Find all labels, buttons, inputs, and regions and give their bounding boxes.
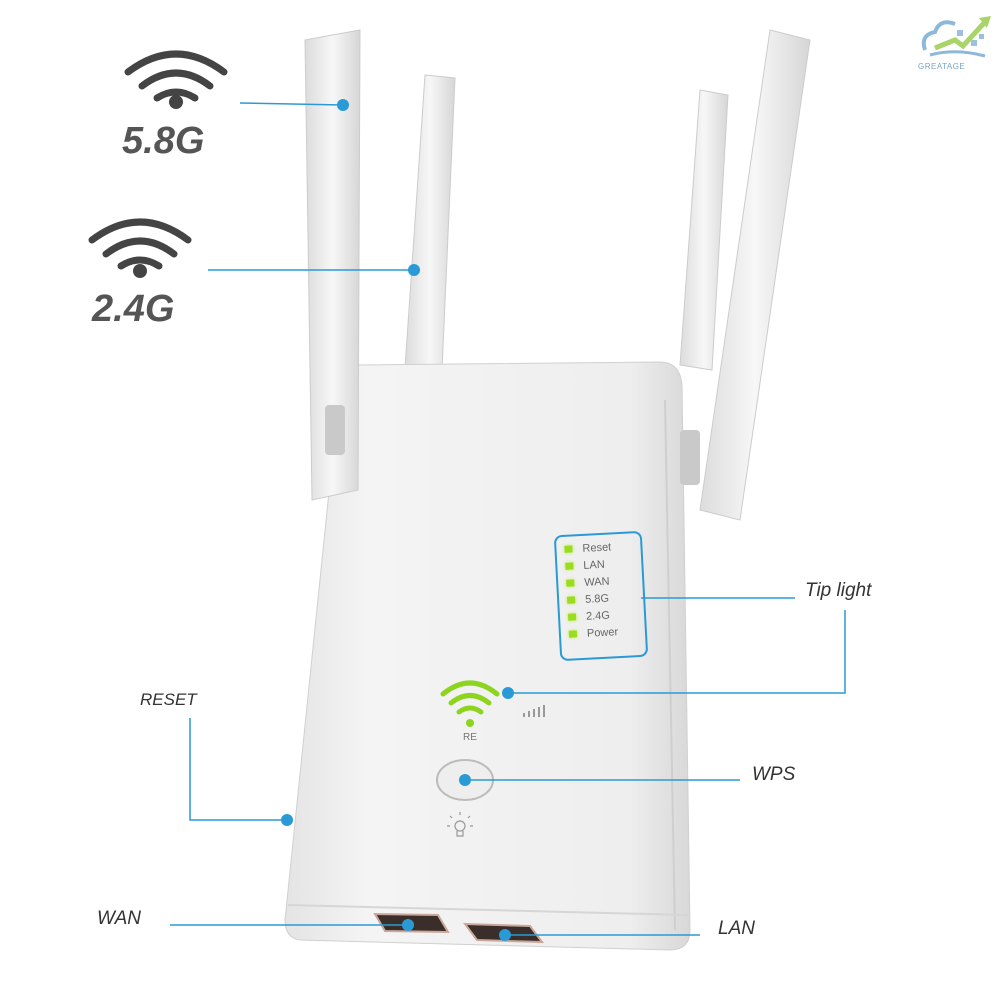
led-light [567, 613, 577, 621]
led-light [565, 562, 574, 570]
led-power: Power [561, 622, 646, 643]
callout-dots [281, 99, 514, 941]
lan-label: LAN [718, 918, 755, 939]
lightbulb-icon [447, 812, 473, 837]
led-indicator-panel: Reset LAN WAN 5.8G 2.4G Power [553, 530, 649, 662]
led-light [566, 596, 576, 604]
antenna-right-back [679, 89, 729, 371]
tip-light-label: Tip light [805, 580, 872, 601]
device-wifi-icon [440, 680, 500, 715]
band-24g-label: 2.4G [92, 288, 175, 330]
led-light [566, 579, 575, 587]
cloud-arrow-logo-icon [921, 16, 991, 58]
antenna-right-front [699, 29, 811, 521]
led-light [564, 545, 573, 553]
wps-label: WPS [752, 764, 796, 785]
wifi-24g-icon [88, 218, 192, 270]
signal-bars-icon [523, 705, 545, 717]
band-58g-label: 5.8G [122, 120, 205, 162]
wan-label: WAN [97, 908, 141, 929]
re-label: RE [463, 732, 477, 743]
logo-text: GREATAGE [918, 62, 966, 71]
antenna-58g-left [304, 29, 361, 501]
wifi-58g-icon [124, 50, 228, 102]
callout-lines [170, 102, 846, 936]
antenna-24g-left [404, 74, 456, 371]
reset-label: RESET [140, 690, 197, 709]
led-light [568, 630, 578, 638]
